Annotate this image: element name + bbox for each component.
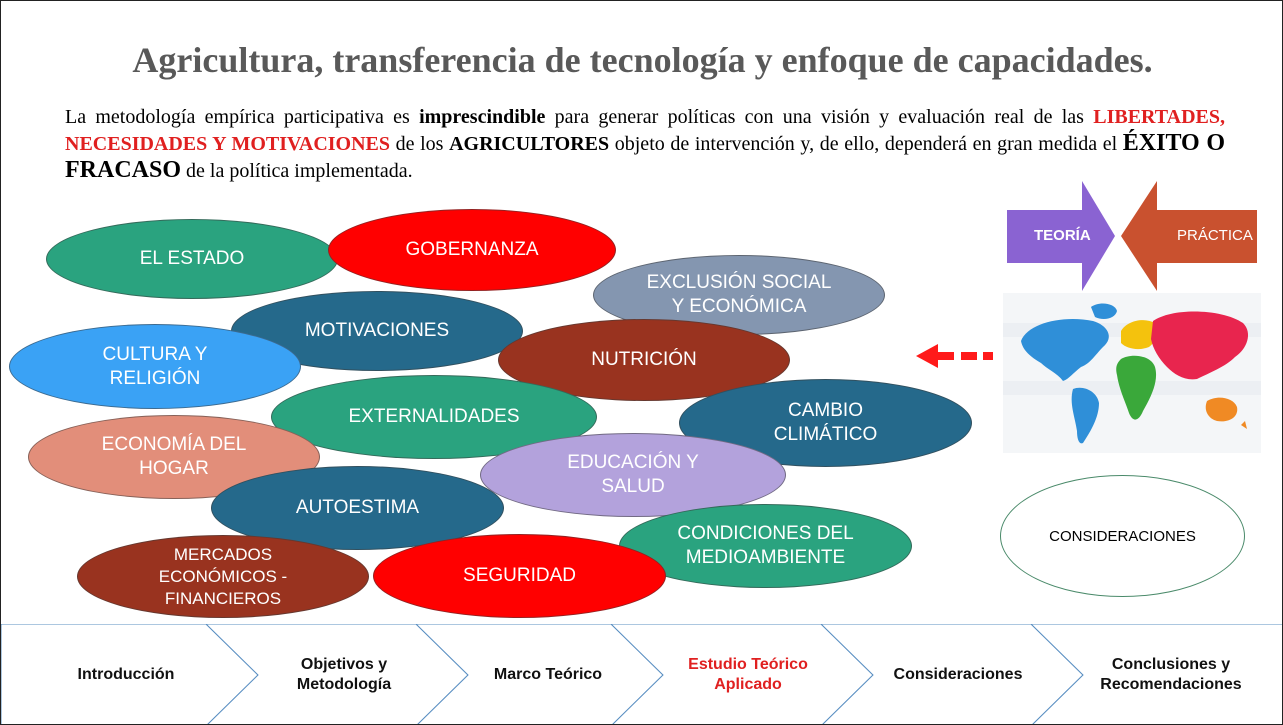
nav-objetivos-metodologia[interactable]: Objetivos y Metodología [296, 656, 392, 693]
bubble-externalidades: EXTERNALIDADES [271, 375, 597, 459]
intro-text-4: objeto de intervención y, de ello, depen… [609, 133, 1123, 155]
bubble-estado: EL ESTADO [46, 219, 338, 299]
teoria-practica-arrows [1007, 181, 1257, 291]
consideraciones-ellipse: CONSIDERACIONES [1000, 475, 1245, 597]
practica-label: PRÁCTICA [1177, 227, 1253, 244]
bubble-mercados: MERCADOS ECONÓMICOS - FINANCIEROS [77, 535, 369, 618]
intro-text-3: de los [390, 133, 450, 155]
world-map-image [1003, 293, 1261, 453]
chevron-nav-bar [1, 624, 1282, 724]
world-map-icon [1003, 293, 1261, 453]
intro-paragraph: La metodología empírica participativa es… [65, 104, 1225, 184]
intro-bold-exito: ÉXITO O FRACASO [65, 130, 1226, 183]
slide-title: Agricultura, transferencia de tecnología… [132, 40, 1153, 80]
bubble-cambio-climatico: CAMBIO CLIMÁTICO [679, 379, 972, 467]
nav-marco-teorico[interactable]: Marco Teórico [493, 666, 603, 683]
practica-arrow [1121, 181, 1257, 291]
bubble-educacion-salud: EDUCACIÓN Y SALUD [480, 433, 786, 517]
nav-conclusiones-recomendaciones[interactable]: Conclusiones y Recomendaciones [1100, 656, 1242, 693]
bubble-condiciones: CONDICIONES DEL MEDIOAMBIENTE [619, 504, 912, 588]
bubble-seguridad: SEGURIDAD [373, 534, 666, 618]
bubble-cultura: CULTURA Y RELIGIÓN [9, 324, 301, 409]
intro-text-5: de la política implementada. [181, 160, 413, 182]
intro-bold-imprescindible: imprescindible [419, 106, 546, 128]
nav-introduccion[interactable]: Introducción [77, 666, 175, 683]
nav-consideraciones[interactable]: Consideraciones [893, 666, 1023, 683]
bubble-gobernanza: GOBERNANZA [328, 209, 616, 291]
dashed-left-arrow-icon [916, 344, 993, 368]
nav-estudio-teorico-aplicado[interactable]: Estudio Teórico Aplicado [688, 656, 808, 693]
teoria-label: TEORÍA [1034, 227, 1091, 244]
intro-text-1: La metodología empírica participativa es [65, 106, 420, 128]
intro-bold-agricultores: AGRICULTORES [449, 133, 610, 155]
intro-text-2: para generar políticas con una visión y … [545, 106, 1094, 128]
intro-highlight-libertades: LIBERTADES, NECESIDADES Y MOTIVACIONES [65, 106, 1225, 155]
teoria-arrow [1007, 181, 1115, 291]
